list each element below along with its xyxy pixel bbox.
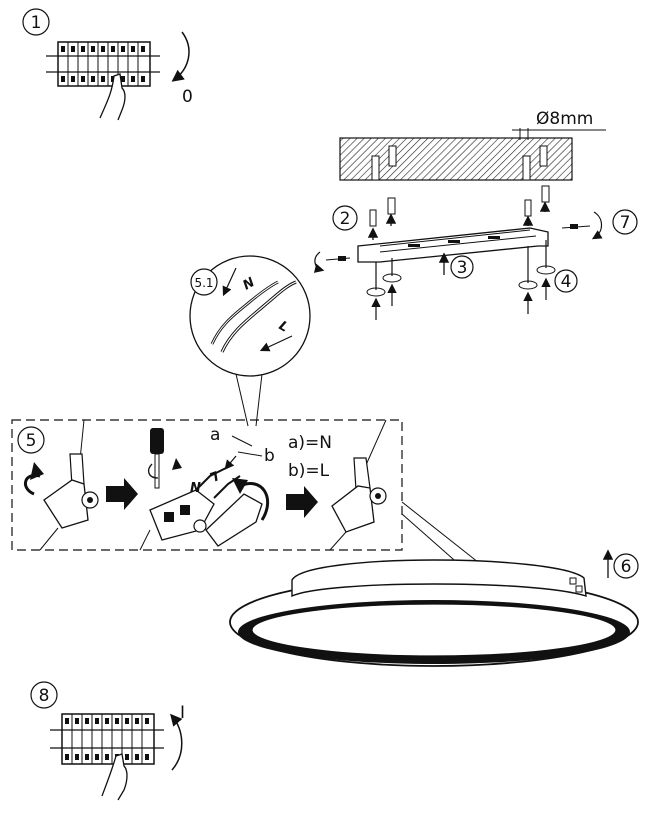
step-6-number: 6	[621, 557, 632, 577]
drill-diameter-label: Ø8mm	[536, 109, 593, 129]
ceiling-section: Ø8mm	[339, 109, 606, 181]
screwdriver-icon	[150, 428, 164, 489]
rotate-right-arrow-icon	[591, 211, 603, 240]
step-3-number: 3	[457, 258, 468, 278]
step-2-number: 2	[340, 209, 351, 229]
terminal-cover	[43, 479, 89, 529]
wall-plug-icon	[369, 185, 550, 227]
legend-l: b)=L	[288, 461, 330, 481]
wire-a-label: a	[210, 425, 220, 445]
rotate-left-arrow-icon	[313, 251, 325, 273]
step-7-number: 7	[620, 213, 631, 233]
hand-icon-2	[101, 753, 128, 801]
washer-icon	[366, 265, 556, 297]
fuse-box-icon	[46, 41, 160, 87]
step-3-bracket: 3	[357, 227, 549, 279]
next-arrow-icon-2	[286, 486, 318, 518]
wire-arrow-icon-2	[259, 335, 293, 352]
step-8-number: 8	[39, 686, 50, 706]
rotate-down-arrow-icon	[171, 31, 190, 82]
step-6-lamp: 6	[229, 549, 639, 667]
fuse-box-icon-2	[50, 713, 164, 765]
step-8-fuse-on: 8	[30, 681, 185, 801]
switch-off-label: 0	[182, 87, 193, 107]
step-2-plugs: 2	[332, 185, 551, 240]
step-4-screws: 4	[366, 240, 578, 320]
switch-on-label: I	[180, 703, 185, 723]
lamp-diffuser	[251, 603, 617, 657]
step-1-number: 1	[31, 13, 42, 33]
step-7-side-screws: 7	[313, 209, 638, 273]
clamp-cover	[205, 493, 263, 547]
step-5-wiring-panel: 5 N L a b a)=N b)=L	[11, 419, 403, 551]
hand-icon	[99, 73, 126, 121]
next-arrow-icon	[106, 478, 138, 510]
step-4-number: 4	[561, 272, 572, 292]
terminal-n-label: N	[190, 481, 201, 496]
close-cover-arrow-icon	[239, 482, 269, 521]
step-5-1-wire-detail: 5.1 N L	[189, 255, 311, 427]
step-1-fuse-off: 1	[22, 8, 193, 121]
closed-connector	[331, 485, 375, 533]
lamp-base	[291, 559, 587, 598]
step-5-1-number: 5.1	[194, 276, 213, 290]
wire-b-label: b	[264, 446, 275, 466]
wiring-panel-frame	[11, 419, 403, 551]
step-5-number: 5	[26, 431, 37, 451]
rotate-up-arrow-icon	[170, 713, 183, 771]
wire-arrow-icon	[222, 267, 237, 297]
step-1-circle	[22, 8, 50, 36]
legend-n: a)=N	[288, 433, 332, 453]
